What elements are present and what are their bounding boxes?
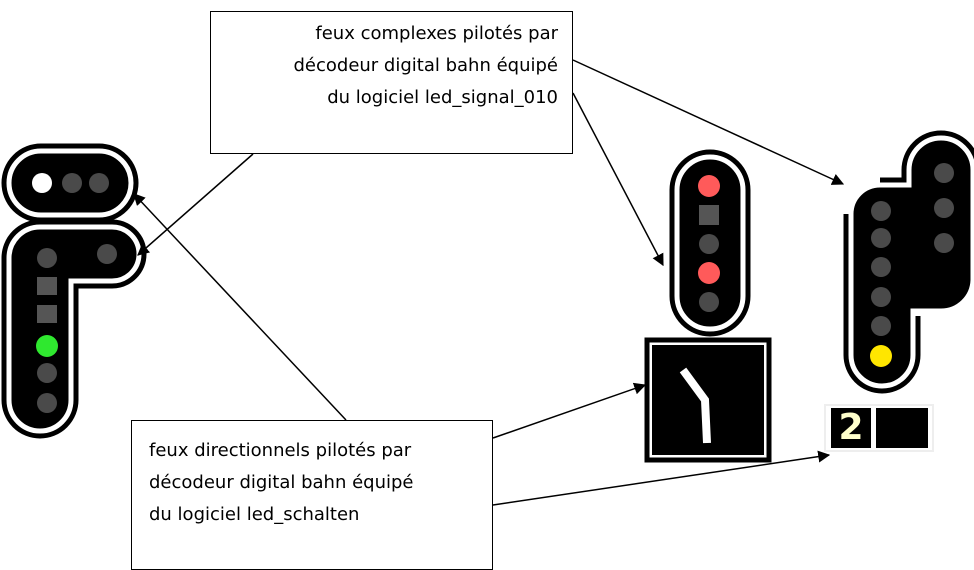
signal-lamp bbox=[37, 393, 57, 413]
signal-lamp bbox=[89, 173, 109, 193]
signal-square-lamp bbox=[699, 205, 719, 225]
arrow-line bbox=[137, 153, 254, 256]
arrow-line bbox=[492, 450, 831, 506]
signal-lamp bbox=[871, 228, 891, 248]
signal-lamp bbox=[62, 173, 82, 193]
arrows-complex bbox=[137, 59, 845, 267]
signal-lamp bbox=[698, 175, 720, 197]
callout-line: décodeur digital bahn équipé bbox=[149, 472, 414, 493]
signal-lamp bbox=[699, 234, 719, 254]
callout-line: feux complexes pilotés par bbox=[315, 23, 558, 44]
direction-arrow-shape bbox=[679, 367, 711, 444]
signal-square-lamp bbox=[37, 305, 57, 323]
route-indicator-frame bbox=[824, 404, 934, 452]
callout-line: feux directionnels pilotés par bbox=[149, 440, 412, 461]
arrow-line bbox=[572, 59, 845, 185]
left-small-signal bbox=[1, 143, 139, 223]
signal-lamp bbox=[871, 201, 891, 221]
signal-lamp bbox=[37, 248, 57, 268]
middle-signal bbox=[669, 149, 751, 337]
route-number-indicator: 2 bbox=[824, 404, 934, 452]
signal-lamp bbox=[97, 244, 117, 264]
callout-directional-lights: feux directionnels pilotés par décodeur … bbox=[131, 420, 493, 570]
route-blank-panel bbox=[876, 408, 928, 448]
signal-lamp bbox=[699, 292, 719, 312]
signal-lamp bbox=[871, 287, 891, 307]
signal-lamp bbox=[870, 345, 892, 367]
signal-lamp bbox=[36, 335, 58, 357]
signal-lamp bbox=[37, 363, 57, 383]
arrow-line bbox=[492, 382, 647, 439]
signal-lamp bbox=[871, 257, 891, 277]
arrows-directional bbox=[133, 193, 831, 506]
callout-line: du logiciel led_signal_010 bbox=[327, 87, 558, 108]
callout-line: du logiciel led_schalten bbox=[149, 504, 360, 525]
signal-lamp bbox=[934, 198, 954, 218]
callout-line: décodeur digital bahn équipé bbox=[293, 55, 558, 76]
diagram-canvas bbox=[1, 59, 974, 506]
signal-square-lamp bbox=[37, 277, 57, 295]
arrow-line bbox=[572, 92, 664, 267]
callout-complex-lights: feux complexes pilotés par décodeur digi… bbox=[210, 11, 573, 154]
signal-lamp bbox=[698, 262, 720, 284]
signal-lamp bbox=[934, 233, 954, 253]
signal-lamp bbox=[934, 163, 954, 183]
left-l-signal bbox=[1, 219, 147, 439]
route-digit: 2 bbox=[831, 408, 871, 448]
signal-lamp bbox=[32, 173, 52, 193]
signal-lamp bbox=[871, 316, 891, 336]
right-signal bbox=[843, 130, 974, 394]
direction-indicator bbox=[644, 337, 772, 463]
arrow-line bbox=[133, 193, 347, 421]
